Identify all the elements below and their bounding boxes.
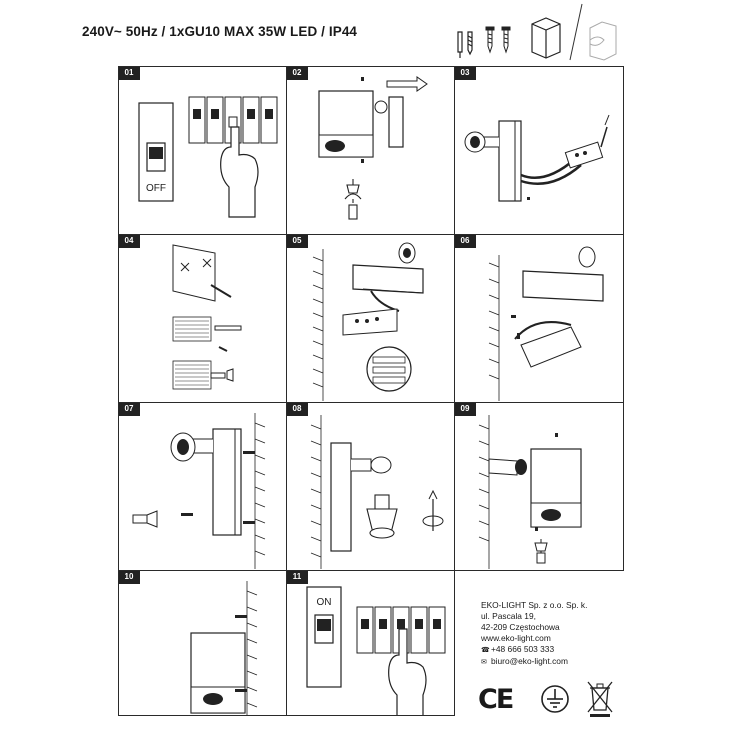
step-number: 09 [455, 403, 476, 416]
screw-icon [485, 26, 495, 54]
company-contact: EKO-LIGHT Sp. z o.o. Sp. k. ul. Pascala … [481, 600, 587, 668]
step-number: 11 [287, 571, 308, 584]
screw-icon [501, 26, 511, 54]
step-number: 05 [287, 235, 308, 248]
step-panel-01: 01 OFF [118, 66, 287, 235]
insert-bulb-illustration [310, 415, 444, 569]
switch-label: OFF [146, 183, 166, 194]
step-number: 04 [119, 235, 140, 248]
ground-symbol-icon [541, 685, 569, 713]
step-panel-07: 07 [118, 402, 287, 571]
switch-on-illustration: ON [306, 586, 446, 715]
step-panel-08: 08 [286, 402, 455, 571]
secure-housing-illustration [488, 246, 604, 401]
open-housing-illustration [318, 76, 428, 220]
step-number: 03 [455, 67, 476, 80]
step-number: 02 [287, 67, 308, 80]
step-panel-02: 02 [286, 66, 455, 235]
step-number: 10 [119, 571, 140, 584]
spec-line: 240V~ 50Hz / 1xGU10 MAX 35W LED / IP44 [82, 24, 358, 39]
hardware-icons [452, 0, 622, 68]
company-phone: +48 666 503 333 [491, 644, 555, 654]
step-number: 08 [287, 403, 308, 416]
step-number: 01 [119, 67, 140, 80]
certification-marks: CE [468, 676, 618, 720]
company-name: EKO-LIGHT Sp. z o.o. Sp. k. [481, 600, 588, 610]
instruction-grid: 01 OFF 02 [118, 66, 624, 716]
close-housing-illustration [478, 415, 582, 569]
switch-off-illustration: OFF [138, 96, 278, 218]
step-panel-11: 11 ON [286, 570, 455, 716]
phone-icon: ☎ [481, 647, 490, 654]
mounted-lamp-illustration [190, 581, 258, 715]
email-icon: ✉ [481, 659, 487, 666]
switch-label: ON [317, 597, 332, 608]
company-website[interactable]: www.eko-light.com [481, 633, 551, 643]
company-email[interactable]: biuro@eko-light.com [491, 656, 568, 666]
lamp-cube-icon [531, 17, 561, 59]
connect-wires-illustration [312, 242, 424, 401]
step-panel-04: 04 [118, 234, 287, 403]
step-panel-05: 05 [286, 234, 455, 403]
drilling-illustration [172, 244, 242, 390]
lamp-cube-outline-icon [589, 21, 617, 61]
step-panel-06: 06 [454, 234, 624, 403]
company-street: ul. Pascala 19, [481, 611, 536, 621]
mount-bracket-illustration [132, 413, 266, 569]
company-city: 42-209 Częstochowa [481, 622, 560, 632]
step-number: 07 [119, 403, 140, 416]
screw-anchor-icon [457, 31, 473, 58]
step-panel-03: 03 [454, 66, 624, 235]
ce-mark: CE [478, 684, 514, 715]
step-panel-09: 09 [454, 402, 624, 571]
wiring-illustration [464, 114, 610, 202]
weee-crossed-bin-icon [587, 681, 613, 717]
step-number: 06 [455, 235, 476, 248]
step-panel-10: 10 [118, 570, 287, 716]
